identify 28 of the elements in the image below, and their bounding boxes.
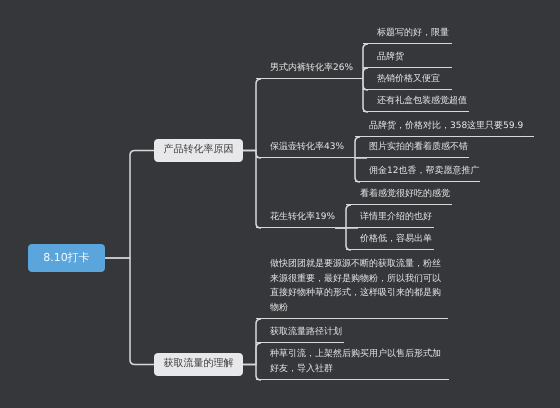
topic-box: 产品转化率原因 (154, 139, 243, 162)
subtopic-label: 品牌货 (363, 49, 452, 68)
subtopic-label: 做快团团就是要源源不断的获取流量，粉丝来源很重要，最好是购物粉，所以我们可以直接好物种草的形式，这样吸引来的都是购物粉 (256, 258, 448, 319)
subtopic-label: 佣金12也香，帮卖愿意推广 (355, 163, 480, 182)
connector-line (354, 157, 360, 183)
subtopic-label: 花生转化率19% (256, 210, 335, 228)
connector-line (105, 257, 154, 366)
topic-box: 获取流量的理解 (154, 353, 243, 376)
connector-line (243, 364, 262, 381)
central-topic-box: 8.10打卡 (28, 244, 105, 272)
connector-line (362, 67, 368, 80)
connector-line (243, 150, 262, 229)
subtopic-label: 热销价格又便宜 (363, 72, 452, 90)
subtopic-label: 价格低，容易出单 (346, 231, 434, 250)
subtopic-label: 图片实拍的看着质感不错 (355, 140, 469, 158)
subtopic-label: 男式内裤转化率26% (256, 60, 363, 79)
connector-line (354, 136, 360, 159)
connector-line (355, 157, 367, 159)
subtopic-label: 获取流量路径计划 (256, 324, 344, 343)
subtopic-label: 还有礼盒包装感觉超值 (363, 94, 469, 112)
connector-line (362, 78, 368, 113)
connector-line (335, 227, 352, 251)
subtopic-label: 详情里介绍的也好 (346, 209, 434, 228)
subtopic-label: 种草引流，上架然后购买用户以售后形式加好友，导入社群 (256, 347, 449, 380)
subtopic-label: 品牌货，价格对比，358这里只要59.9 (355, 118, 534, 137)
subtopic-label: 保温壶转化率43% (256, 140, 355, 158)
subtopic-label: 标题写的好，限量 (363, 26, 452, 44)
subtopic-label: 看着感觉很好吃的感觉 (346, 186, 452, 205)
